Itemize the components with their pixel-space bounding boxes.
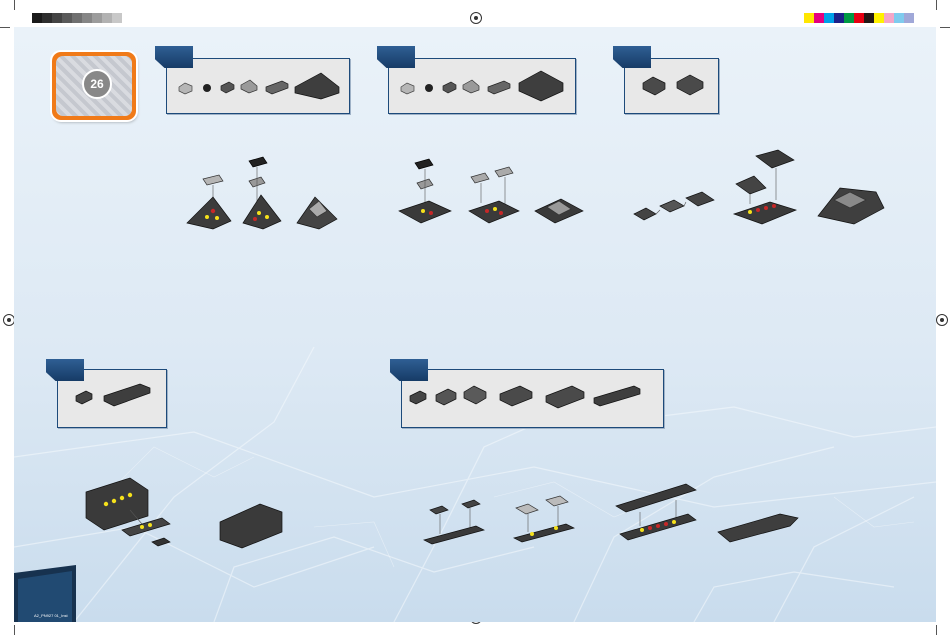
step-5-assembly [420, 482, 810, 562]
grayscale-color-bar [32, 13, 132, 23]
assembly-stage-a [634, 192, 714, 220]
plate-2x4-icon [500, 386, 532, 406]
assembly-stage-b [734, 150, 796, 224]
color-swatch [804, 13, 814, 23]
round-plate-icon [425, 84, 433, 92]
color-swatch [122, 13, 132, 23]
step-1-assembly [185, 155, 345, 235]
plate-1x2-icon [76, 391, 92, 404]
wedge-plate-icon [241, 80, 257, 93]
color-swatch [844, 13, 854, 23]
color-swatch [854, 13, 864, 23]
assembly-stage-c [297, 197, 337, 229]
assembly-stage-c [535, 199, 583, 223]
color-swatch [894, 13, 904, 23]
color-swatch [52, 13, 62, 23]
color-swatch [92, 13, 102, 23]
color-swatch [112, 13, 122, 23]
assembly-stage-a [424, 500, 484, 544]
assembly-stage-a [399, 159, 451, 223]
grille-plate-icon [221, 82, 234, 93]
crop-mark [936, 0, 937, 10]
step-2-parts-panel [388, 58, 576, 114]
plate-4x4-icon [519, 71, 563, 101]
plate-2x2-icon [464, 386, 486, 404]
step-1-parts-panel [166, 58, 350, 114]
step-2-assembly [395, 155, 595, 235]
plate-1x6-icon [104, 384, 150, 406]
assembly-stage-b [514, 496, 574, 542]
wedge-plate-icon [463, 80, 479, 93]
step-5-parts [402, 370, 663, 427]
registration-mark-right [936, 314, 948, 326]
page-number-badge: 26 [82, 69, 112, 99]
step-3-assembly [630, 148, 890, 238]
step-2-parts [389, 59, 575, 113]
step-4-assembly [80, 470, 290, 560]
plate-1x8-icon [594, 386, 640, 406]
assembly-stage-b [469, 167, 519, 223]
footer-file-name: A2_PN927 01_Inst [34, 613, 68, 618]
plate-2x6-icon [546, 386, 584, 408]
color-swatch [62, 13, 72, 23]
color-swatch [834, 13, 844, 23]
assembly-stage-a [187, 175, 231, 229]
color-swatch [874, 13, 884, 23]
plate-2x2-icon [643, 77, 665, 95]
color-swatch [824, 13, 834, 23]
color-swatch [42, 13, 52, 23]
step-1-parts [167, 59, 349, 113]
crop-mark [940, 27, 950, 28]
registration-mark-top [470, 12, 482, 24]
crop-mark [14, 0, 15, 10]
color-swatch [102, 13, 112, 23]
color-swatch [814, 13, 824, 23]
plate-2x3-icon [677, 75, 703, 95]
step-5-parts-panel [401, 369, 664, 428]
plate-1x2-icon [410, 391, 426, 404]
plate-1x4-icon [266, 81, 288, 94]
color-swatch [72, 13, 82, 23]
plate-1x1-icon [179, 83, 192, 94]
assembly-stage-a [86, 478, 170, 546]
crop-mark [14, 625, 15, 635]
assembly-stage-b [220, 504, 282, 548]
set-icon-pattern: 26 [56, 56, 132, 116]
plate-1x4-icon [488, 81, 510, 94]
assembly-stage-c [818, 188, 884, 224]
assembly-stage-c [616, 484, 696, 540]
crop-mark [0, 27, 10, 28]
color-swatch [864, 13, 874, 23]
assembly-stage-d [718, 514, 798, 542]
set-icon-card: 26 [52, 52, 136, 120]
wing-plate-icon [295, 73, 339, 99]
color-swatch [904, 13, 914, 23]
process-color-bar [804, 13, 914, 23]
color-swatch [82, 13, 92, 23]
grille-plate-icon [443, 82, 456, 93]
crop-mark [936, 625, 937, 635]
plate-1x1-icon [401, 83, 414, 94]
color-swatch [884, 13, 894, 23]
color-swatch [32, 13, 42, 23]
assembly-stage-b [243, 157, 281, 229]
round-plate-icon [203, 84, 211, 92]
slope-plate-icon [436, 389, 456, 405]
